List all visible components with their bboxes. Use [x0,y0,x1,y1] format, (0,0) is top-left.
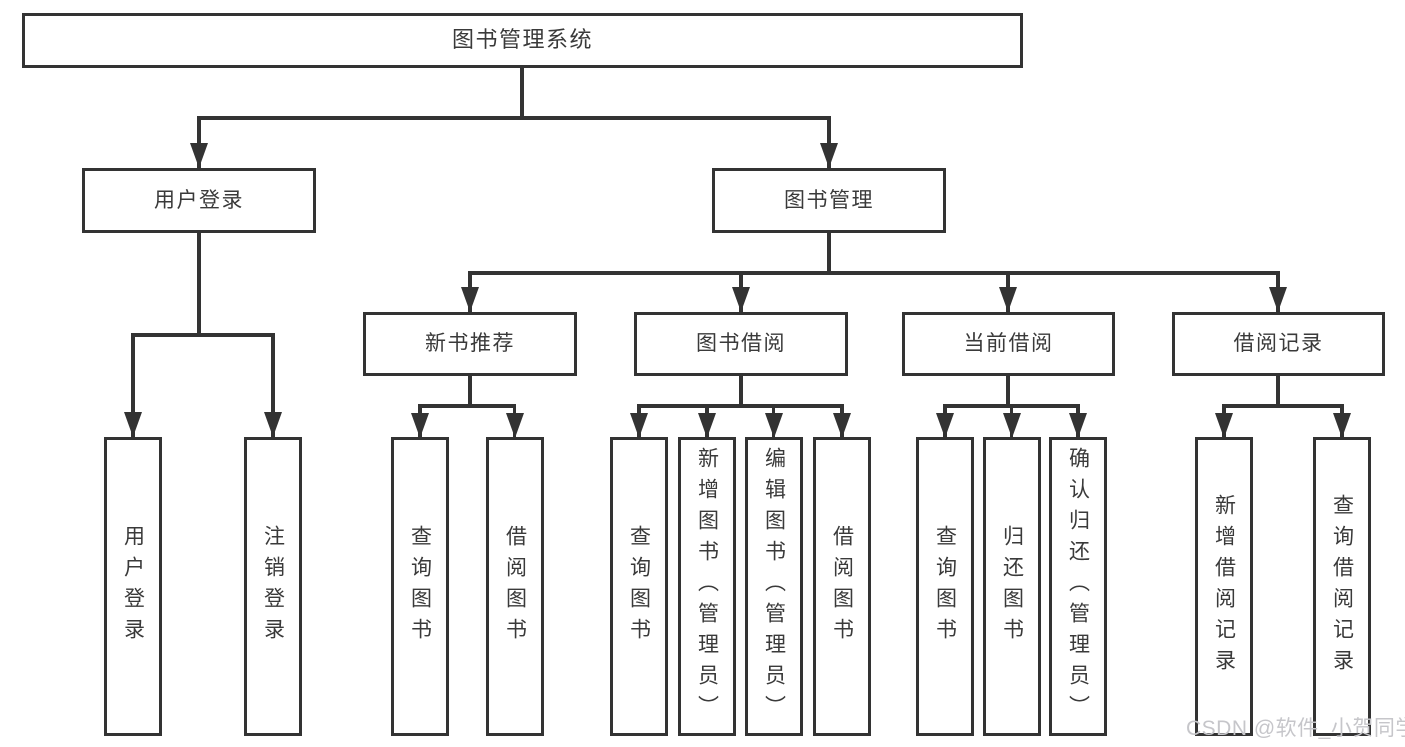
arrowhead-down-icon [698,413,716,438]
arrowhead-down-icon [461,287,479,312]
connector-vline [197,116,201,168]
arrowhead-down-icon [833,413,851,438]
leaf-borrow-books-recommend-label: 借阅图书 [503,524,527,649]
leaf-query-books-current: 查询图书 [916,437,974,736]
node-current-borrowing: 当前借阅 [902,312,1115,376]
leaf-query-books-recommend: 查询图书 [391,437,449,736]
leaf-edit-book-admin-label: 编辑图书（管理员） [762,447,786,726]
connector-vline [271,333,275,437]
arrowhead-down-icon [732,287,750,312]
connector-hline [943,404,1080,408]
connector-hline [418,404,517,408]
leaf-query-books-recommend-label: 查询图书 [408,524,432,649]
arrowhead-down-icon [1333,413,1351,438]
leaf-query-books-borrowing: 查询图书 [610,437,668,736]
node-current-borrowing-label: 当前借阅 [963,332,1054,356]
node-book-borrowing-label: 图书借阅 [696,332,786,356]
arrowhead-down-icon [1002,413,1021,438]
leaf-add-book-admin: 新增图书（管理员） [678,437,736,736]
leaf-user-login: 用户登录 [104,437,162,736]
leaf-borrow-books-recommend: 借阅图书 [486,437,544,736]
connector-hline [131,333,275,337]
connector-vline [131,333,135,437]
leaf-query-books-current-label: 查询图书 [933,524,957,649]
leaf-query-books-borrowing-label: 查询图书 [627,524,651,649]
node-book-management-label: 图书管理 [784,188,874,212]
leaf-borrow-books-borrowing: 借阅图书 [813,437,871,736]
connector-vline [739,376,743,408]
arrowhead-down-icon [820,143,838,168]
node-root: 图书管理系统 [22,13,1023,68]
connector-hline [1222,404,1344,408]
leaf-confirm-return-admin-label: 确认归还（管理员） [1066,447,1090,726]
leaf-add-borrow-record: 新增借阅记录 [1195,437,1253,736]
connector-vline [1006,376,1010,408]
node-new-book-recommend-label: 新书推荐 [425,332,515,356]
node-book-management: 图书管理 [712,168,946,233]
arrowhead-down-icon [1215,413,1233,438]
leaf-query-borrow-record: 查询借阅记录 [1313,437,1371,736]
connector-hline [468,271,1280,275]
leaf-edit-book-admin: 编辑图书（管理员） [745,437,803,736]
leaf-return-book-label: 归还图书 [1000,524,1024,649]
connector-vline [520,68,524,118]
connector-vline [197,233,201,337]
node-user-login-label: 用户登录 [154,188,244,212]
leaf-logout: 注销登录 [244,437,302,736]
node-borrow-records-label: 借阅记录 [1233,332,1324,356]
node-new-book-recommend: 新书推荐 [363,312,577,376]
leaf-user-login-label: 用户登录 [121,524,145,649]
arrowhead-down-icon [630,413,648,438]
leaf-confirm-return-admin: 确认归还（管理员） [1049,437,1107,736]
connector-hline [197,116,831,120]
arrowhead-down-icon [124,412,142,437]
node-book-borrowing: 图书借阅 [634,312,848,376]
connector-vline [827,233,831,275]
arrowhead-down-icon [505,413,524,438]
arrowhead-down-icon [936,413,954,438]
connector-hline [637,404,844,408]
arrowhead-down-icon [999,287,1017,312]
arrowhead-down-icon [1069,413,1087,438]
arrowhead-down-icon [190,143,208,168]
arrowhead-down-icon [264,412,282,437]
leaf-query-borrow-record-label: 查询借阅记录 [1330,493,1354,680]
node-user-login: 用户登录 [82,168,316,233]
arrowhead-down-icon [411,413,429,438]
arrowhead-down-icon [764,413,783,438]
arrowhead-down-icon [1269,287,1287,312]
leaf-borrow-books-borrowing-label: 借阅图书 [830,524,854,649]
connector-vline [1276,376,1280,408]
leaf-logout-label: 注销登录 [261,524,285,649]
csdn-watermark: CSDN @软件_小贺同学 [1186,717,1405,740]
leaf-return-book: 归还图书 [983,437,1041,736]
leaf-add-book-admin-label: 新增图书（管理员） [695,447,719,726]
node-root-label: 图书管理系统 [451,27,593,53]
connector-vline [827,116,831,168]
connector-vline [468,376,472,408]
leaf-add-borrow-record-label: 新增借阅记录 [1212,493,1236,680]
node-borrow-records: 借阅记录 [1172,312,1385,376]
